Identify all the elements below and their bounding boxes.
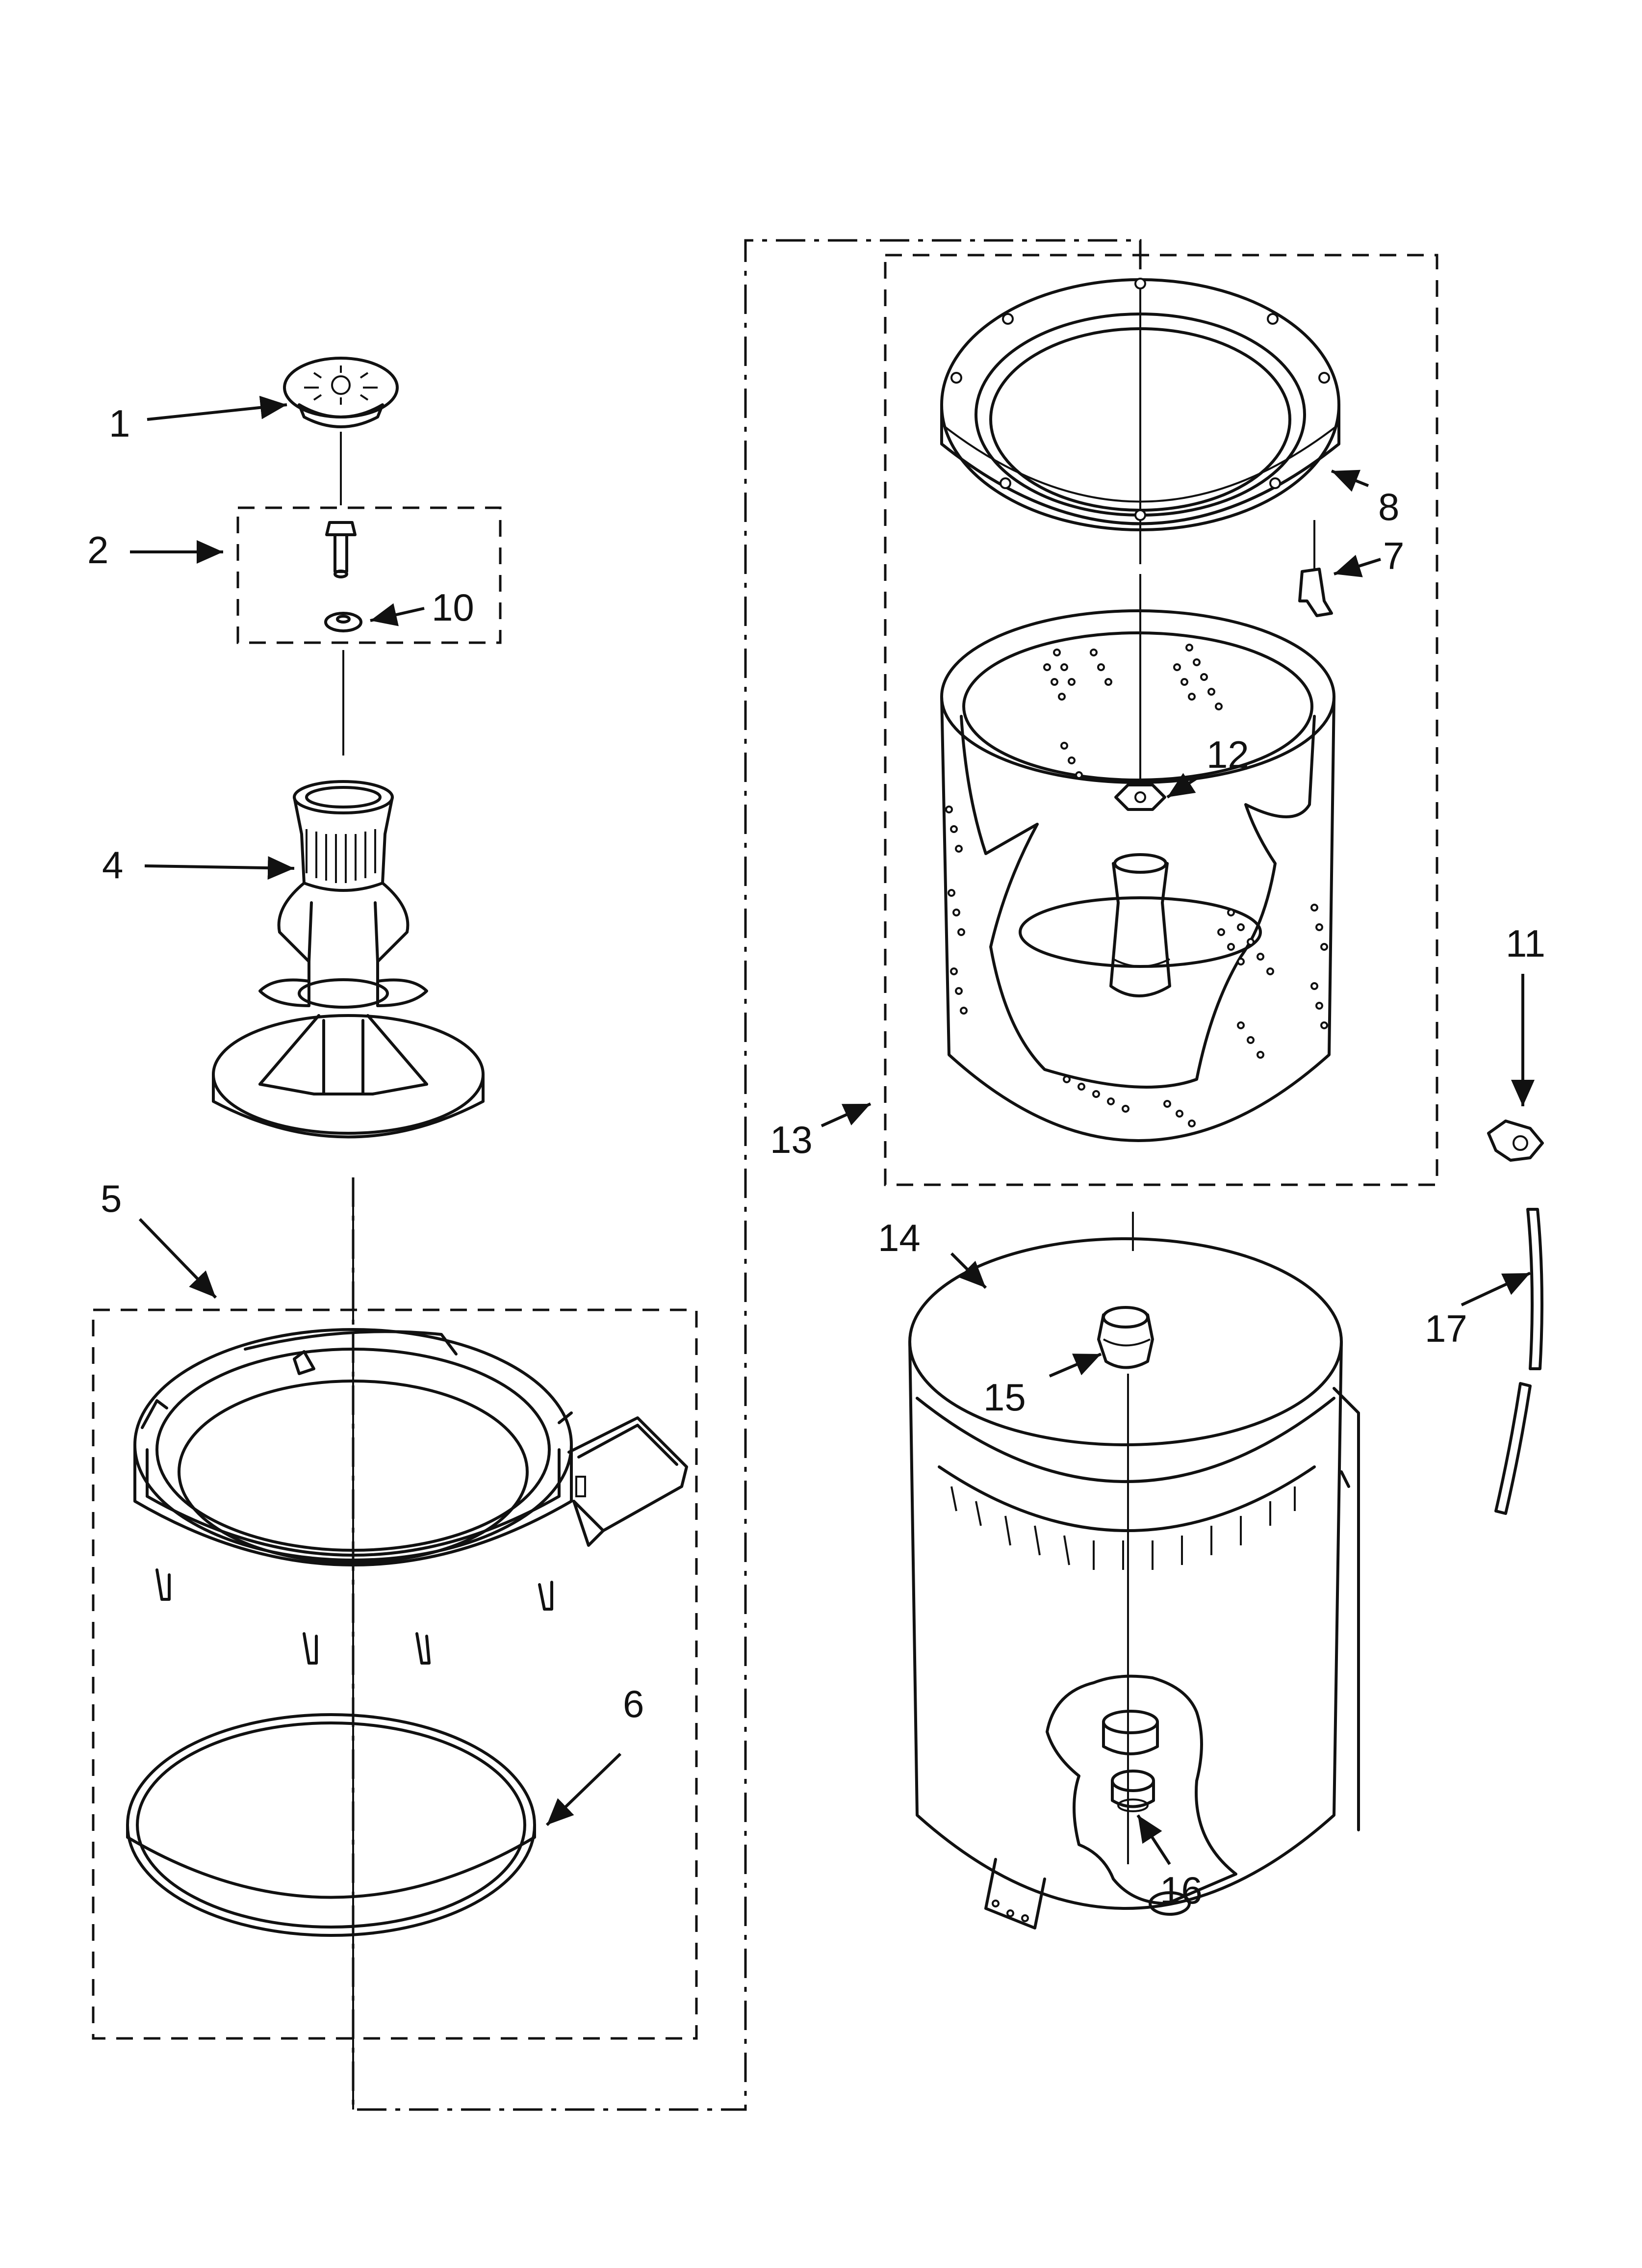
callout-8: 8 [1378, 485, 1399, 528]
hose-clamp-part [1487, 1120, 1544, 1162]
callout-5: 5 [101, 1177, 122, 1220]
group-box-13 [884, 254, 1438, 1186]
callout-13: 13 [770, 1118, 813, 1161]
hose-part [1494, 1208, 1543, 1515]
callout-labels: 1 2 10 4 5 6 8 7 12 13 14 15 16 11 17 [87, 402, 1545, 1912]
outer-tub-part [908, 1237, 1360, 1929]
group-box-2 [236, 506, 502, 644]
group-box-5 [92, 1308, 698, 2040]
balance-ring-part [940, 278, 1340, 531]
leader-arrows [130, 395, 1535, 1865]
callout-14: 14 [878, 1216, 921, 1259]
callout-6: 6 [623, 1682, 644, 1725]
clip-part [1298, 568, 1333, 617]
callout-15: 15 [983, 1376, 1026, 1419]
agitator-cap-part [283, 357, 399, 428]
callout-12: 12 [1206, 733, 1249, 776]
tub-ring-part [133, 1328, 688, 1665]
callout-2: 2 [87, 528, 108, 572]
callout-10: 10 [432, 586, 474, 629]
bolt-part [325, 521, 357, 578]
agitator-part [212, 780, 485, 1139]
seal-ring-part [126, 1713, 536, 1937]
callout-17: 17 [1425, 1307, 1467, 1350]
spin-basket-part [940, 609, 1335, 1142]
callout-7: 7 [1383, 534, 1404, 577]
callout-1: 1 [109, 402, 130, 445]
callout-11: 11 [1506, 922, 1545, 965]
callout-4: 4 [102, 843, 123, 886]
washer-part [324, 612, 362, 632]
callout-16: 16 [1160, 1869, 1203, 1912]
